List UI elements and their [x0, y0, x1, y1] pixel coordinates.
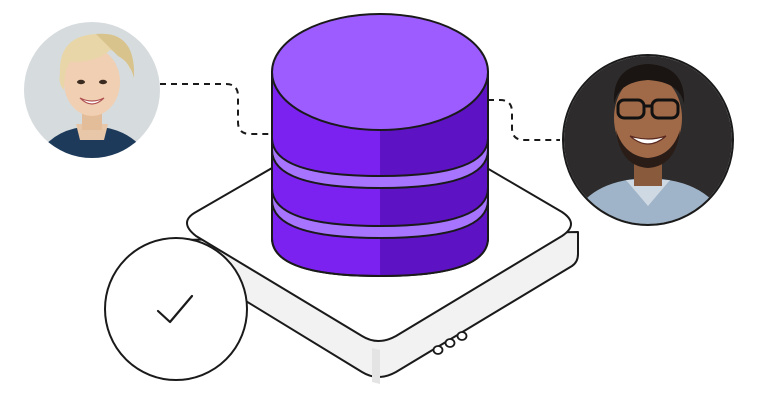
- database-cylinder-icon: [271, 13, 489, 278]
- user-avatar-right: [564, 56, 732, 224]
- user-avatar-left: [24, 22, 160, 158]
- check-icon: [156, 294, 194, 324]
- connector-line-right: [488, 99, 560, 141]
- server-base-highlight: [372, 348, 380, 384]
- status-dots-icon: [432, 331, 468, 355]
- check-badge: [104, 237, 248, 381]
- connector-line-left: [160, 83, 272, 135]
- database-top: [271, 13, 489, 131]
- user-avatar-right-ring: [562, 54, 734, 226]
